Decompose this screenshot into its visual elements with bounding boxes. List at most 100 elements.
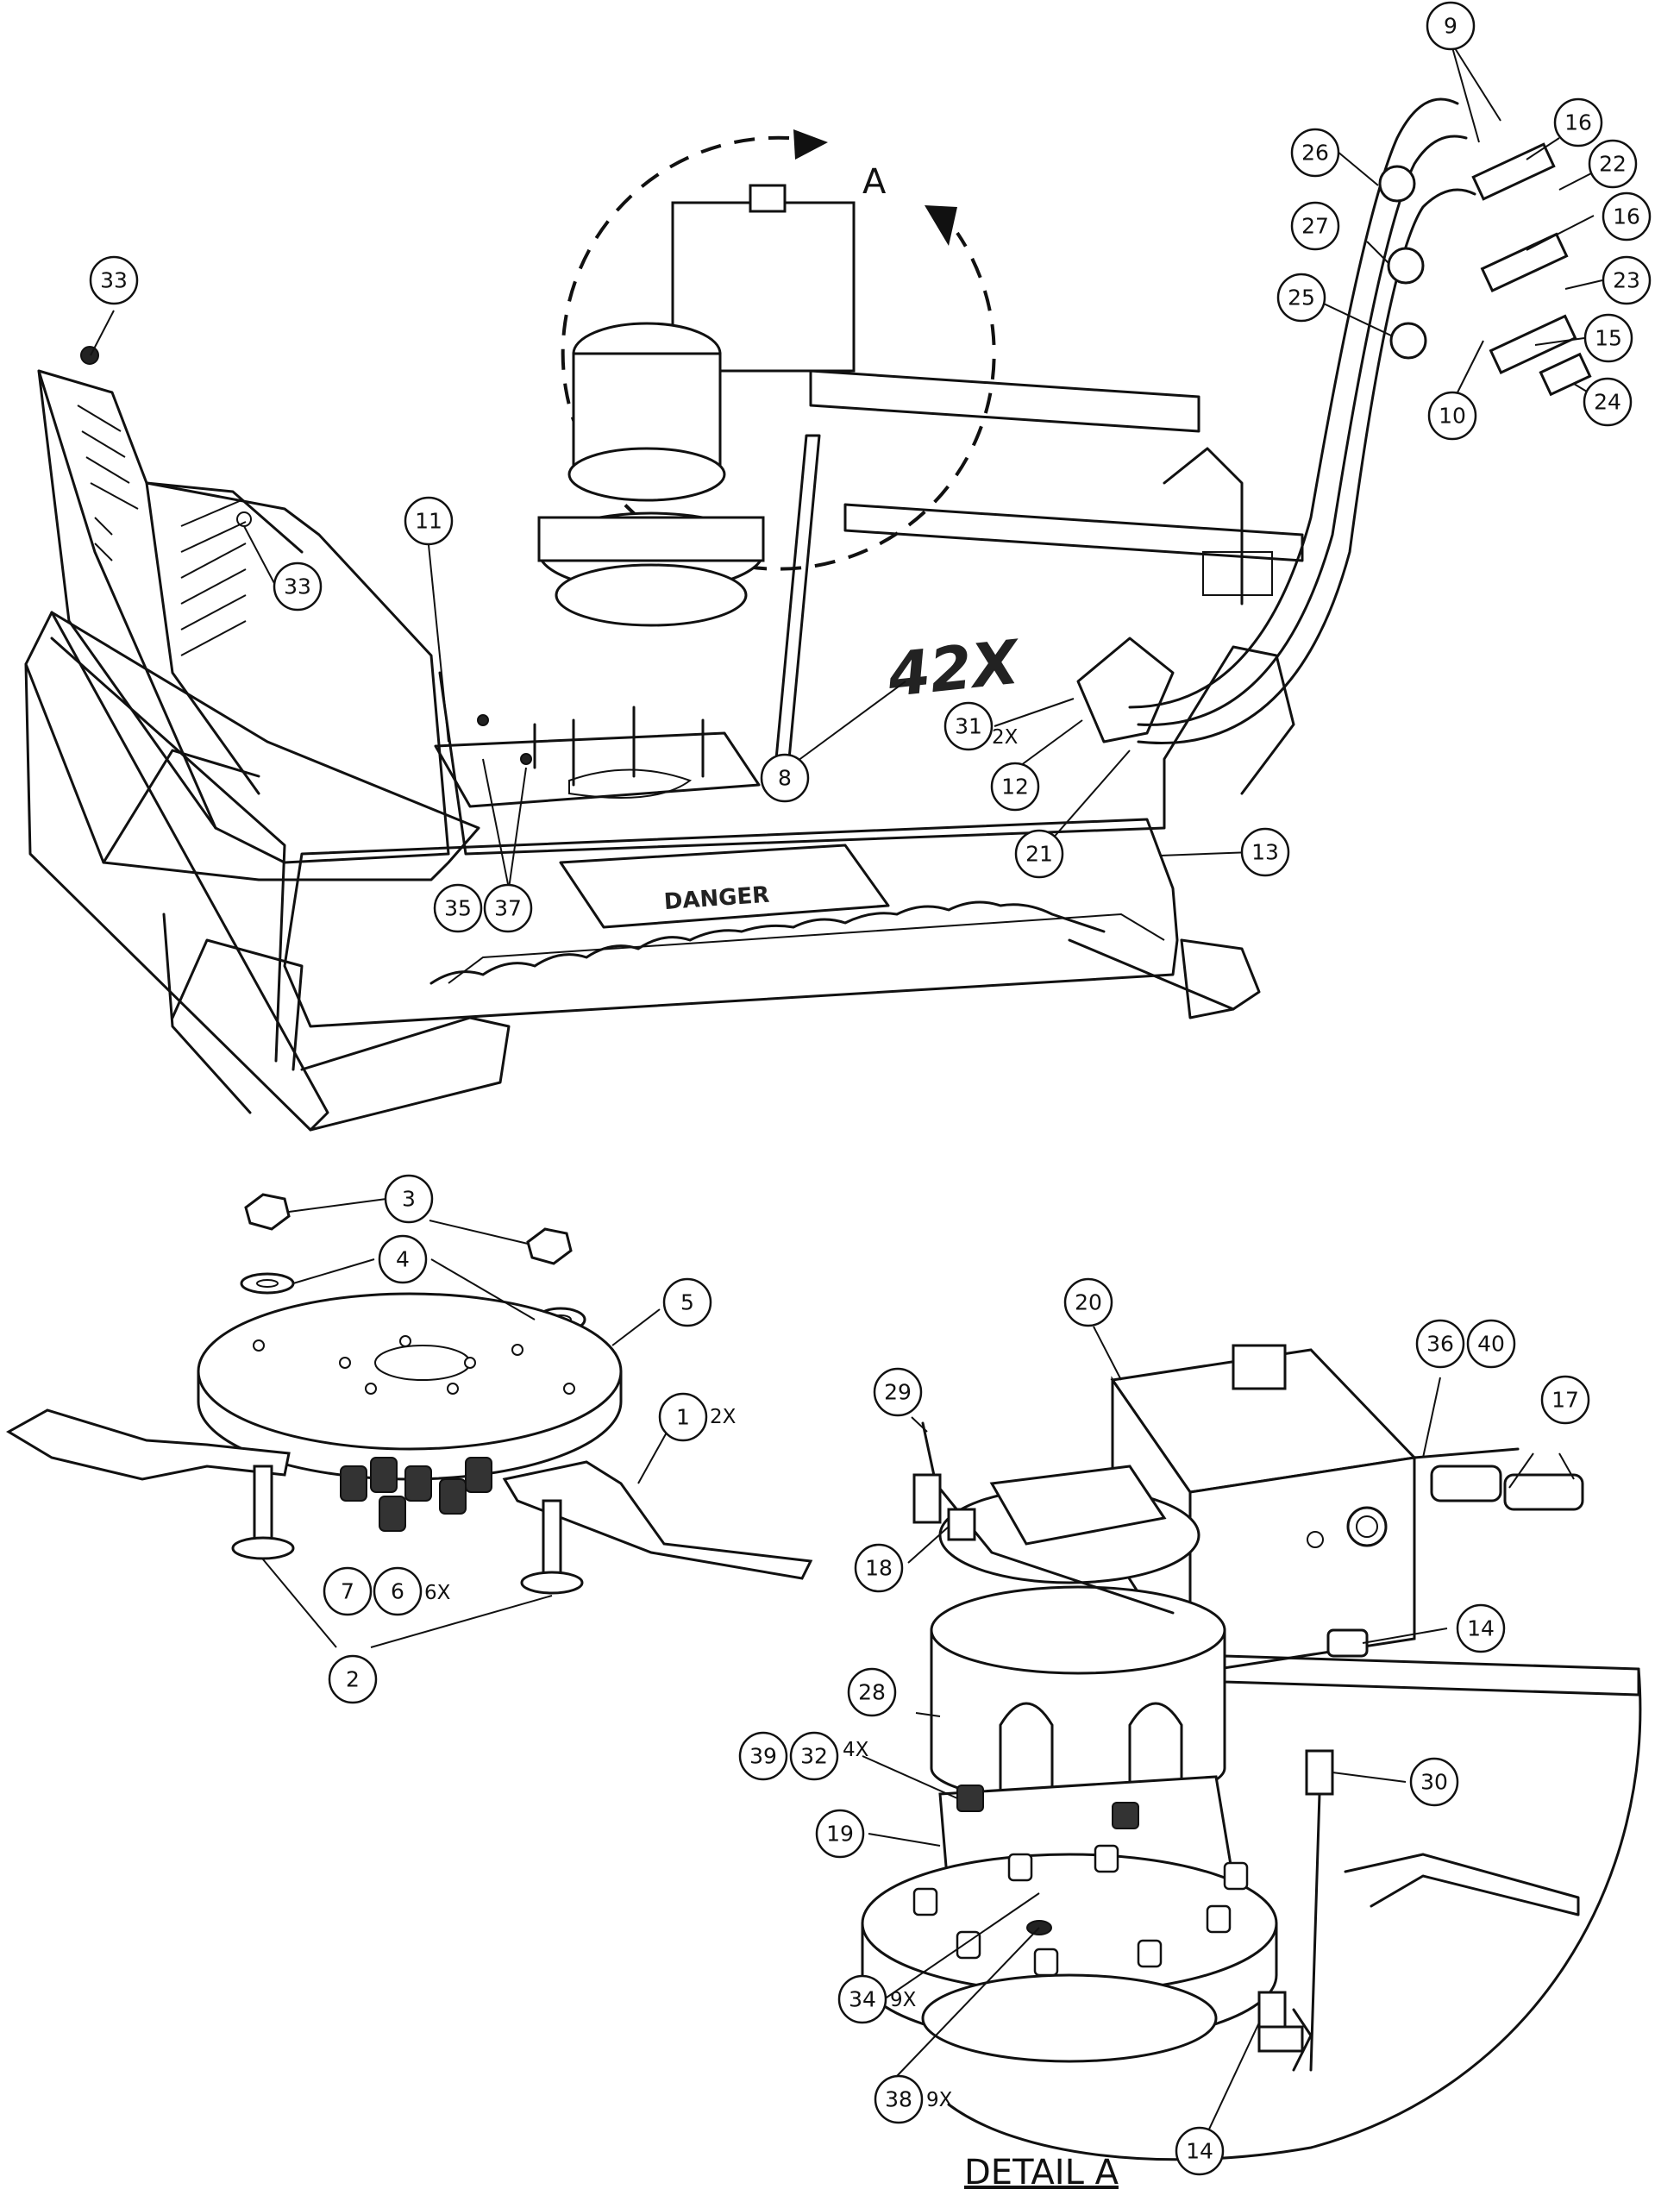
balloon-label: 8: [778, 766, 792, 791]
balloon: 5: [662, 1277, 712, 1327]
balloon: 18: [854, 1543, 904, 1593]
balloon: 38: [874, 2074, 924, 2124]
balloon-label: 39: [749, 1744, 777, 1769]
detail-a-callout: A: [537, 129, 996, 627]
balloon: 36: [1415, 1319, 1465, 1369]
balloon-label: 34: [849, 1987, 876, 2012]
balloon: 3: [384, 1174, 434, 1224]
balloon-label: 31: [955, 714, 982, 739]
balloon-label: 23: [1613, 268, 1640, 293]
balloon-label: 3: [402, 1187, 416, 1212]
balloon: 22: [1588, 139, 1638, 189]
balloon: 16: [1553, 97, 1603, 147]
balloon-label: 7: [341, 1579, 354, 1604]
quantity-note: 9X: [890, 1989, 917, 2011]
balloon-label: 40: [1477, 1332, 1505, 1357]
balloon: 12: [990, 762, 1040, 812]
balloon: 27: [1290, 201, 1340, 251]
balloon-label: 5: [680, 1290, 694, 1315]
balloon-label: 33: [100, 268, 128, 293]
balloon-label: 29: [884, 1380, 912, 1405]
balloon: 34: [837, 1974, 887, 2024]
balloon-label: 14: [1467, 1616, 1495, 1641]
balloon: 10: [1427, 391, 1477, 441]
balloon: 7: [323, 1566, 373, 1616]
balloon: 33: [89, 255, 139, 305]
balloon-label: 14: [1186, 2139, 1213, 2164]
balloon-label: 30: [1420, 1770, 1448, 1795]
balloon-label: 37: [494, 896, 522, 921]
balloon-label: 12: [1001, 775, 1029, 800]
quantity-note: 9X: [926, 2089, 953, 2111]
balloon: 29: [873, 1367, 923, 1417]
balloon: 19: [815, 1809, 865, 1859]
quantity-note: 6X: [424, 1582, 451, 1604]
balloon-label: 20: [1075, 1290, 1102, 1315]
balloon: 1: [658, 1392, 708, 1442]
balloon: 24: [1583, 377, 1633, 427]
quantity-note: 4X: [843, 1739, 869, 1761]
balloon: 30: [1409, 1757, 1459, 1807]
balloon-label: 4: [396, 1247, 410, 1272]
balloon: 23: [1602, 255, 1652, 305]
balloon-label: 36: [1426, 1332, 1454, 1357]
balloon: 17: [1540, 1375, 1590, 1425]
balloon: 4: [378, 1234, 428, 1284]
balloon-label: 15: [1595, 326, 1622, 351]
balloon-label: 1: [676, 1405, 690, 1430]
balloon-label: 10: [1439, 404, 1466, 429]
balloon: 16: [1602, 191, 1652, 242]
balloon-label: 21: [1025, 842, 1053, 867]
balloon: 33: [273, 561, 323, 612]
detail-title: DETAIL A: [964, 2153, 1119, 2192]
balloon-label: 9: [1444, 14, 1457, 39]
balloon-label: 32: [800, 1744, 828, 1769]
balloon: 6: [373, 1566, 423, 1616]
balloon: 2: [328, 1654, 378, 1704]
balloon-label: 38: [885, 2087, 912, 2112]
balloon: 39: [738, 1731, 788, 1781]
quantity-note: 2X: [710, 1406, 737, 1428]
balloon: 26: [1290, 128, 1340, 178]
balloon-label: 35: [444, 896, 472, 921]
balloon: 40: [1466, 1319, 1516, 1369]
balloon: 9: [1426, 1, 1476, 51]
balloon-label: 13: [1251, 840, 1279, 865]
balloon: 28: [847, 1667, 897, 1717]
balloon: 8: [760, 753, 810, 803]
mower-deck-assembly: 42X DANGER: [24, 97, 1592, 1132]
balloon-label: 22: [1599, 152, 1627, 177]
balloon-label: 25: [1288, 285, 1315, 310]
balloon: 32: [789, 1731, 839, 1781]
balloon-label: 2: [346, 1667, 360, 1692]
balloon: 14: [1456, 1603, 1506, 1653]
balloon: 11: [404, 496, 454, 546]
balloon-label: 16: [1564, 110, 1592, 135]
balloon-label: 24: [1594, 390, 1621, 415]
balloon-label: 28: [858, 1680, 886, 1705]
balloon: 35: [433, 883, 483, 933]
view-label: A: [862, 162, 887, 202]
hose-fittings: [1471, 142, 1592, 397]
balloon-label: 19: [826, 1822, 854, 1847]
balloon-label: 26: [1301, 141, 1329, 166]
balloon-label: 6: [391, 1579, 404, 1604]
detail-a-view: DETAIL A: [861, 1344, 1642, 2192]
balloon: 21: [1014, 829, 1064, 879]
balloon-label: 33: [284, 574, 311, 599]
balloon-label: 11: [415, 509, 442, 534]
blade-assembly: [6, 1193, 813, 1595]
balloon: 15: [1583, 313, 1633, 363]
balloon-label: 17: [1551, 1388, 1579, 1413]
balloon: 37: [483, 883, 533, 933]
quantity-note: 2X: [992, 726, 1019, 749]
balloon: 31: [943, 701, 994, 751]
model-decal: 42X: [884, 626, 1025, 711]
balloon-label: 18: [865, 1556, 893, 1581]
balloon: 13: [1240, 827, 1290, 877]
balloon: 20: [1063, 1277, 1113, 1327]
balloon-label: 16: [1613, 204, 1640, 229]
balloon-label: 27: [1301, 214, 1329, 239]
balloon: 25: [1276, 273, 1326, 323]
